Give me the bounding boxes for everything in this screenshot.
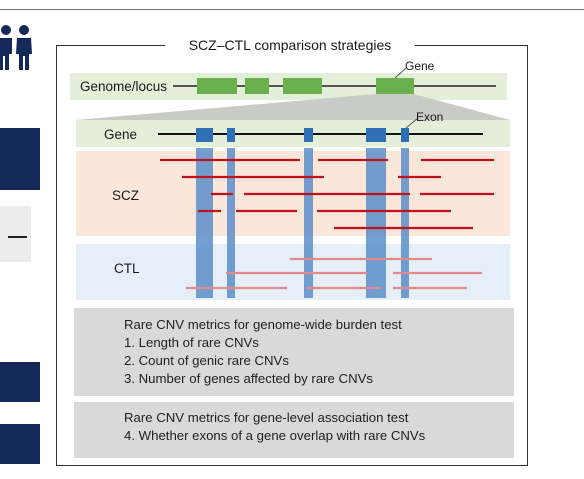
- exon-2: [227, 128, 235, 142]
- gene-level-metrics-bg: [74, 402, 514, 458]
- exon-1: [196, 128, 213, 142]
- exon-3-column: [304, 148, 313, 298]
- exon-4: [366, 128, 386, 142]
- exon-5-column: [401, 148, 409, 298]
- gene-row-label: Gene: [104, 127, 138, 142]
- burden-metrics-box: Rare CNV metrics for genome-wide burden …: [124, 316, 504, 388]
- top-divider: [0, 9, 584, 10]
- gene-callout-label: Gene: [405, 59, 435, 73]
- exon-1-column: [196, 148, 213, 298]
- left-gray-block-line: [8, 236, 27, 238]
- scz-label: SCZ: [112, 188, 139, 203]
- ctl-cnv-segments: [186, 257, 482, 290]
- genome-locus-label: Genome/locus: [80, 79, 168, 94]
- burden-metric-item: 3. Number of genes affected by rare CNVs: [124, 371, 373, 386]
- genome-gene-1: [197, 78, 237, 94]
- exon-3: [304, 128, 313, 142]
- genome-gene-3: [283, 78, 322, 94]
- exon-callout-label: Exon: [416, 110, 444, 124]
- burden-metric-item: 2. Count of genic rare CNVs: [124, 353, 289, 368]
- gene-level-metrics-title: Rare CNV metrics for gene-level associat…: [124, 410, 409, 425]
- genome-gene-4: [376, 78, 414, 94]
- gene-level-metric-item: 4. Whether exons of a gene overlap with …: [124, 428, 426, 443]
- left-navy-block-2: [0, 362, 40, 402]
- diagram-title: SCZ–CTL comparison strategies: [165, 36, 415, 54]
- people-icon: [0, 24, 34, 70]
- exon-5: [401, 128, 409, 142]
- exon-callout-line: [405, 117, 419, 129]
- left-gray-block: [0, 206, 31, 262]
- gene-callout-line: [394, 67, 407, 79]
- gene-level-metrics-box: Rare CNV metrics for gene-level associat…: [124, 409, 504, 445]
- zoom-trapezoid: [76, 94, 510, 120]
- burden-metric-item: 1. Length of rare CNVs: [124, 335, 259, 350]
- ctl-label: CTL: [114, 261, 140, 276]
- genome-gene-2: [245, 78, 269, 94]
- burden-metrics-bg: [74, 308, 514, 396]
- left-navy-block-3: [0, 424, 40, 464]
- scz-cnv-segments: [160, 158, 494, 230]
- exon-4-column: [366, 148, 386, 298]
- burden-metrics-title: Rare CNV metrics for genome-wide burden …: [124, 317, 402, 332]
- left-navy-block-1: [0, 128, 40, 190]
- exon-2-column: [227, 148, 235, 298]
